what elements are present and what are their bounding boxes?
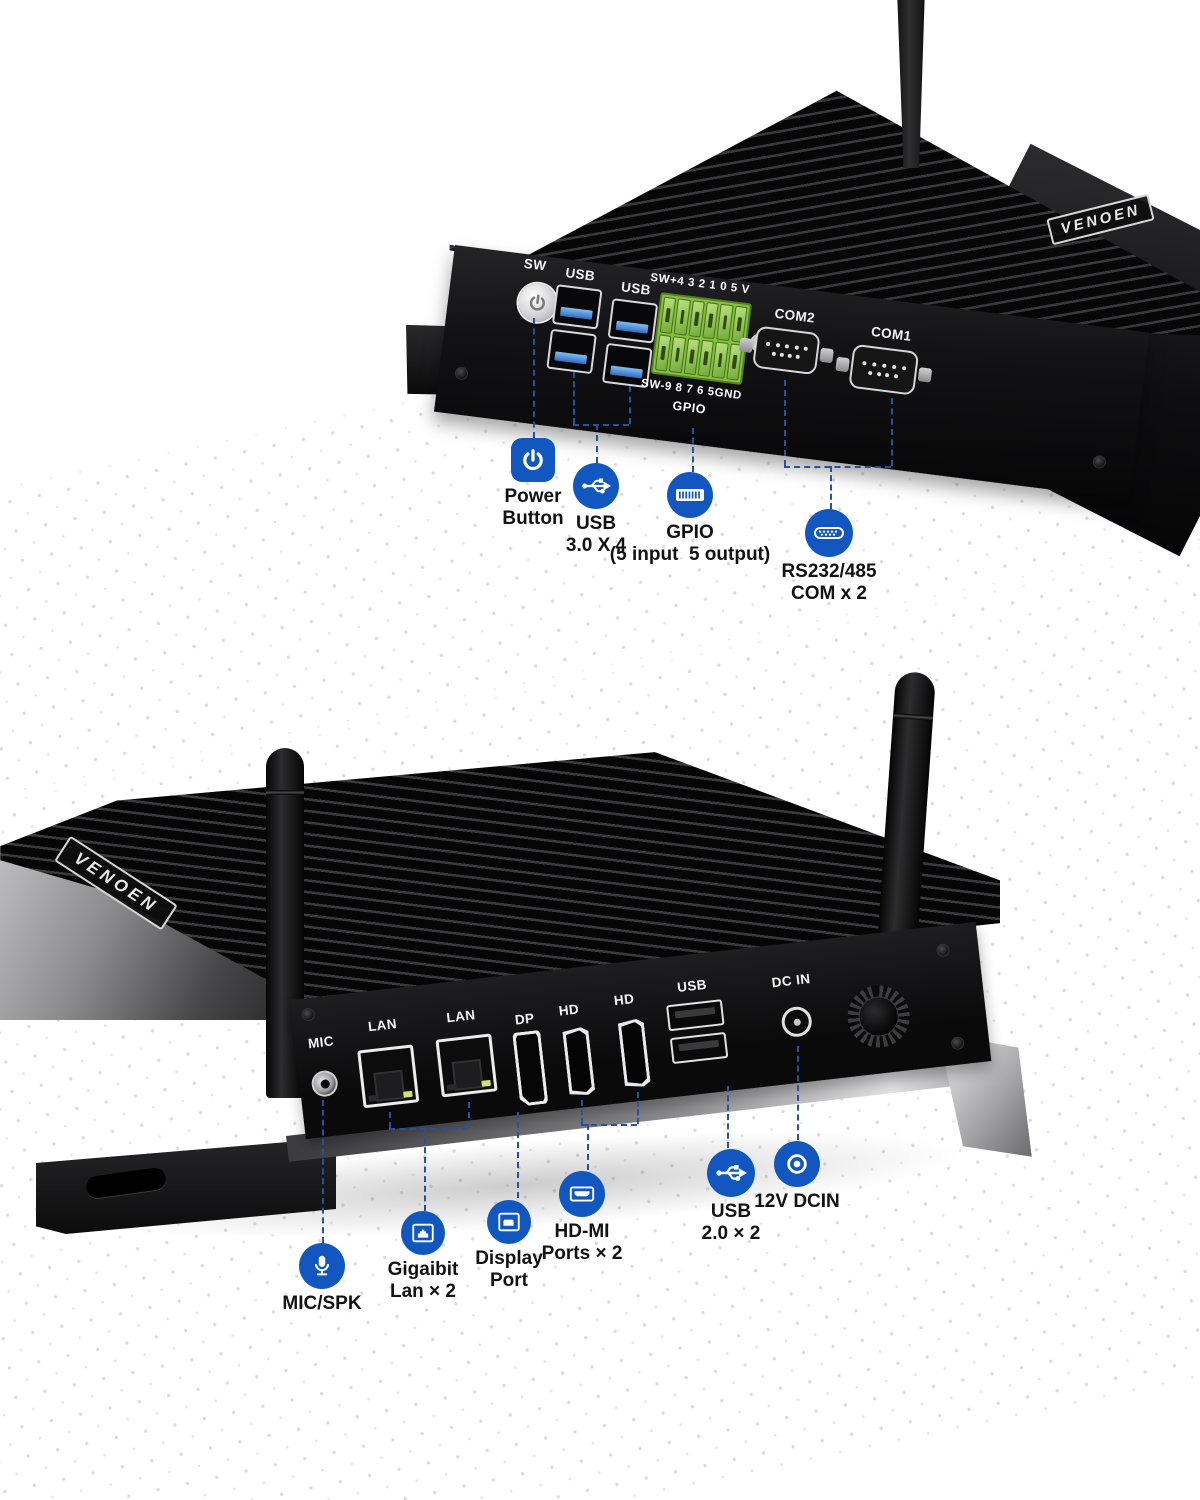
hdmi-port-label-2: HD bbox=[613, 991, 636, 1009]
leader-mic bbox=[322, 1100, 324, 1243]
callout-label: RS232/485 COM x 2 bbox=[781, 561, 877, 604]
callout-hdmi: HD-MI Ports × 2 bbox=[502, 1171, 662, 1264]
leader-usb2 bbox=[727, 1086, 729, 1148]
antenna-ring bbox=[892, 712, 934, 721]
sw-port-label: SW bbox=[523, 255, 548, 274]
com2-serial-port bbox=[738, 325, 834, 376]
microphone-icon bbox=[299, 1243, 345, 1289]
dcin-port-label: DC IN bbox=[770, 971, 812, 991]
callout-lan: Gigaibit Lan × 2 bbox=[348, 1211, 498, 1302]
leader-com-bridge bbox=[784, 466, 891, 468]
gpio-port-label: GPIO bbox=[671, 398, 707, 417]
callout-usb2: USB 2.0 × 2 bbox=[656, 1149, 806, 1244]
usb3-port bbox=[546, 328, 597, 375]
callout-label: GPIO (5 input 5 output) bbox=[609, 522, 771, 565]
usb-port-label-1: USB bbox=[564, 265, 596, 284]
leader-power bbox=[533, 318, 535, 438]
rj45-jack bbox=[373, 1069, 406, 1102]
usb-icon bbox=[573, 463, 619, 509]
leader-hdmi-drop1 bbox=[581, 1100, 583, 1124]
callout-serial: RS232/485 COM x 2 bbox=[754, 509, 904, 604]
antenna-mount-right bbox=[844, 982, 913, 1051]
dp-port-label: DP bbox=[514, 1010, 536, 1028]
usb2-port bbox=[666, 999, 725, 1032]
screw bbox=[935, 943, 951, 958]
displayport-icon bbox=[487, 1200, 531, 1244]
callout-mic-spk: MIC/SPK bbox=[247, 1243, 397, 1315]
callout-gpio: GPIO (5 input 5 output) bbox=[595, 472, 785, 565]
serial-nut bbox=[738, 337, 754, 354]
hdmi-port-2 bbox=[617, 1018, 651, 1089]
leader-lan-drop1 bbox=[389, 1112, 391, 1128]
usb-icon bbox=[707, 1149, 755, 1197]
screw bbox=[950, 1035, 965, 1051]
dc-power-icon bbox=[774, 1141, 820, 1187]
gpio-icon bbox=[667, 472, 713, 518]
serial-port-icon bbox=[805, 509, 853, 557]
leader-lan-bridge bbox=[389, 1128, 468, 1130]
usb2-port bbox=[669, 1031, 729, 1065]
mic-port-label: MIC bbox=[307, 1033, 335, 1052]
ethernet-icon bbox=[401, 1211, 445, 1255]
callout-dcin: 12V DCIN bbox=[722, 1141, 872, 1213]
hdmi-port-label-1: HD bbox=[557, 1001, 580, 1019]
leader-com1-drop bbox=[891, 398, 893, 466]
callout-label: Power Button bbox=[502, 486, 564, 529]
leader-usb-drop2 bbox=[629, 386, 631, 424]
leader-dcin bbox=[797, 1046, 799, 1140]
mic-jack-port bbox=[310, 1069, 340, 1098]
leader-com bbox=[830, 466, 832, 509]
leader-hdmi-drop2 bbox=[637, 1092, 639, 1124]
lan-port-2 bbox=[435, 1033, 498, 1098]
lan-port-label-2: LAN bbox=[445, 1007, 477, 1026]
serial-nut bbox=[917, 367, 933, 383]
usb-port-label: USB bbox=[676, 976, 708, 996]
power-icon bbox=[511, 438, 555, 482]
lan-port-1 bbox=[357, 1044, 420, 1109]
displayport-port bbox=[512, 1030, 548, 1107]
leader-gpio bbox=[692, 428, 694, 472]
antenna-ring bbox=[266, 790, 304, 795]
leader-usb-drop1 bbox=[573, 372, 575, 424]
screw bbox=[454, 366, 469, 381]
gpio-terminal-block bbox=[650, 292, 752, 386]
callout-label: 12V DCIN bbox=[754, 1191, 840, 1212]
leader-hdmi-bridge bbox=[581, 1124, 637, 1126]
leader-usb bbox=[596, 424, 598, 463]
callout-displayport: Display Port bbox=[434, 1200, 584, 1291]
com1-port-label: COM1 bbox=[870, 323, 913, 344]
dc-in-jack bbox=[780, 1005, 814, 1039]
callout-label: Display Port bbox=[475, 1248, 543, 1291]
top-device-front-panel: SW USB USB SW+4 3 2 1 0 5 V bbox=[433, 245, 1150, 500]
callout-label: USB 3.0 X 4 bbox=[565, 513, 627, 556]
callout-label: Gigaibit Lan × 2 bbox=[387, 1259, 459, 1302]
leader-hdmi bbox=[587, 1124, 589, 1170]
leader-com2-drop bbox=[784, 380, 786, 466]
hdmi-port-1 bbox=[562, 1026, 596, 1097]
serial-nut bbox=[835, 356, 850, 373]
mounting-slot bbox=[84, 1166, 168, 1200]
callout-label: MIC/SPK bbox=[282, 1293, 362, 1314]
leader-usb-bridge bbox=[573, 424, 629, 426]
screw bbox=[301, 1007, 316, 1022]
hdmi-icon bbox=[559, 1171, 605, 1217]
com1-serial-port bbox=[835, 343, 933, 396]
leader-dp bbox=[517, 1112, 519, 1198]
screw bbox=[1092, 454, 1107, 470]
com2-port-label: COM2 bbox=[773, 305, 816, 326]
rj45-jack bbox=[451, 1058, 484, 1091]
usb3-port bbox=[607, 298, 659, 344]
callout-usb3: USB 3.0 X 4 bbox=[516, 463, 676, 556]
serial-nut bbox=[819, 347, 834, 364]
leader-lan-drop2 bbox=[468, 1102, 470, 1128]
power-glyph bbox=[529, 294, 545, 311]
power-button-port bbox=[516, 281, 559, 325]
callout-power-button: Power Button bbox=[453, 438, 613, 529]
callout-label: USB 2.0 × 2 bbox=[701, 1201, 761, 1244]
callout-label: HD-MI Ports × 2 bbox=[541, 1221, 623, 1264]
leader-lan bbox=[424, 1128, 426, 1211]
usb3-port bbox=[551, 284, 603, 330]
lan-port-label-1: LAN bbox=[367, 1016, 398, 1035]
